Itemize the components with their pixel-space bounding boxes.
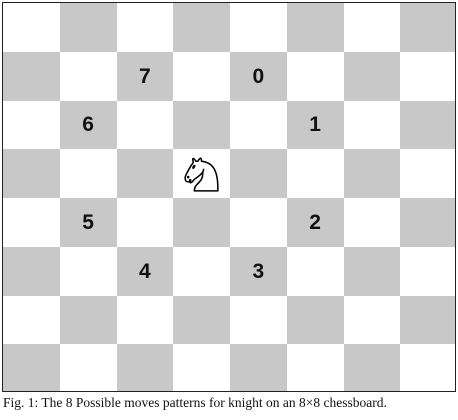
- board-square: [173, 344, 230, 391]
- board-square: [343, 295, 401, 345]
- board-square: [173, 100, 230, 150]
- board-square: [59, 344, 117, 391]
- board-square: [173, 246, 230, 296]
- board-square: [116, 344, 174, 391]
- board-square: [343, 3, 401, 52]
- board-square-move: 7: [116, 51, 174, 101]
- board-square: [400, 295, 455, 345]
- board-square: [173, 198, 230, 247]
- board-square: [400, 344, 455, 391]
- board-square: [400, 51, 455, 101]
- board-square: [286, 295, 344, 345]
- board-square: [400, 246, 455, 296]
- move-label: 0: [252, 64, 265, 88]
- board-square: [343, 246, 401, 296]
- board-square: [230, 295, 287, 345]
- board-square-move: 2: [286, 198, 344, 247]
- chessboard: 7 0 6 1 5 2 4 3: [3, 3, 455, 391]
- board-square-move: 4: [116, 246, 174, 296]
- board-square: [286, 149, 344, 198]
- board-square: [230, 149, 287, 198]
- board-square-move: 5: [59, 198, 117, 247]
- board-square: [286, 344, 344, 391]
- board-square: [59, 51, 117, 101]
- move-label: 5: [82, 210, 94, 234]
- board-square: [3, 149, 60, 198]
- chess-knight-icon: [179, 151, 225, 197]
- board-square: [343, 51, 401, 101]
- board-square: [3, 295, 60, 345]
- board-square: [59, 3, 117, 52]
- board-square: [59, 246, 117, 296]
- move-label: 2: [309, 210, 321, 234]
- board-square: [3, 344, 60, 391]
- board-square: [59, 149, 117, 198]
- board-square: [343, 344, 401, 391]
- board-square-move: 3: [230, 246, 287, 296]
- board-square: [3, 51, 60, 101]
- board-square-knight: [173, 149, 230, 198]
- board-square: [343, 149, 401, 198]
- board-square: [343, 100, 401, 150]
- board-square: [116, 295, 174, 345]
- board-square: [173, 51, 230, 101]
- move-label: 3: [252, 259, 265, 283]
- board-square: [230, 3, 287, 52]
- board-square: [286, 3, 344, 52]
- board-square: [343, 198, 401, 247]
- board-square: [3, 100, 60, 150]
- figure-frame: 7 0 6 1 5 2 4 3: [2, 2, 456, 392]
- move-label: 7: [139, 64, 151, 88]
- board-square: [116, 198, 174, 247]
- figure-caption: Fig. 1: The 8 Possible moves patterns fo…: [3, 395, 387, 410]
- board-square: [116, 3, 174, 52]
- board-square: [400, 198, 455, 247]
- board-square: [3, 3, 60, 52]
- move-label: 4: [139, 259, 151, 283]
- board-square: [173, 3, 230, 52]
- move-label: 1: [309, 113, 321, 137]
- board-square: [3, 246, 60, 296]
- board-square-move: 1: [286, 100, 344, 150]
- board-square: [173, 295, 230, 345]
- board-square: [230, 198, 287, 247]
- board-square: [230, 100, 287, 150]
- board-square: [400, 149, 455, 198]
- board-square: [230, 344, 287, 391]
- move-label: 6: [82, 113, 94, 137]
- board-square: [59, 295, 117, 345]
- board-square: [286, 51, 344, 101]
- board-square: [400, 100, 455, 150]
- board-square: [286, 246, 344, 296]
- board-square-move: 6: [59, 100, 117, 150]
- board-square: [116, 149, 174, 198]
- board-square: [3, 198, 60, 247]
- board-square: [116, 100, 174, 150]
- board-square-move: 0: [230, 51, 287, 101]
- board-square: [400, 3, 455, 52]
